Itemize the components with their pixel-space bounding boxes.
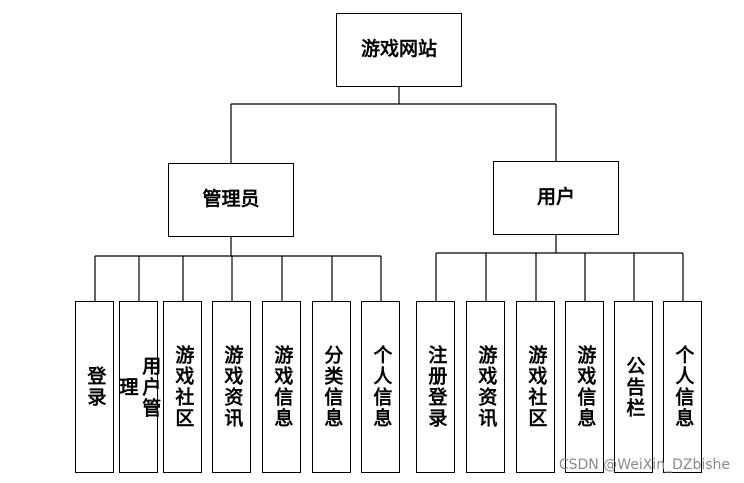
admin-leaf-label: 用户管理 [116,355,162,419]
user-leaf-label: 个人信息 [672,345,695,429]
user-leaf-game-news: 游戏资讯 [466,301,505,473]
admin-leaf-login: 登录 [75,301,114,473]
user-leaf-game-info: 游戏信息 [565,301,604,473]
user-label: 用户 [536,186,575,209]
admin-leaf-label: 游戏资讯 [221,345,244,429]
admin-leaf-category-info: 分类信息 [312,301,351,473]
user-leaf-label: 游戏资讯 [475,345,498,429]
admin-leaf-label: 登录 [84,366,107,408]
admin-leaf-label: 个人信息 [370,345,393,429]
root-label: 游戏网站 [360,38,437,61]
admin-leaf-label: 游戏社区 [172,345,195,429]
admin-leaf-label: 游戏信息 [271,345,294,429]
admin-leaf-game-news: 游戏资讯 [212,301,251,473]
user-node: 用户 [493,161,619,235]
user-leaf-bulletin-board: 公告栏 [614,301,653,473]
user-leaf-label: 注册登录 [425,345,448,429]
admin-leaf-game-info: 游戏信息 [262,301,301,473]
user-leaf-game-community: 游戏社区 [516,301,555,473]
admin-leaf-game-community: 游戏社区 [163,301,202,473]
admin-leaf-personal-info: 个人信息 [361,301,400,473]
admin-node: 管理员 [168,163,294,237]
admin-leaf-user-management: 用户管理 [117,301,161,473]
root-node: 游戏网站 [336,13,462,87]
user-leaf-label: 游戏社区 [525,345,548,429]
admin-leaf-label: 分类信息 [321,345,344,429]
watermark: CSDN @WeiXin_DZbishe [558,457,730,473]
user-leaf-label: 公告栏 [623,355,646,419]
admin-label: 管理员 [202,188,260,211]
user-leaf-register-login: 注册登录 [416,301,455,473]
user-leaf-label: 游戏信息 [574,345,597,429]
user-leaf-personal-info: 个人信息 [663,301,702,473]
